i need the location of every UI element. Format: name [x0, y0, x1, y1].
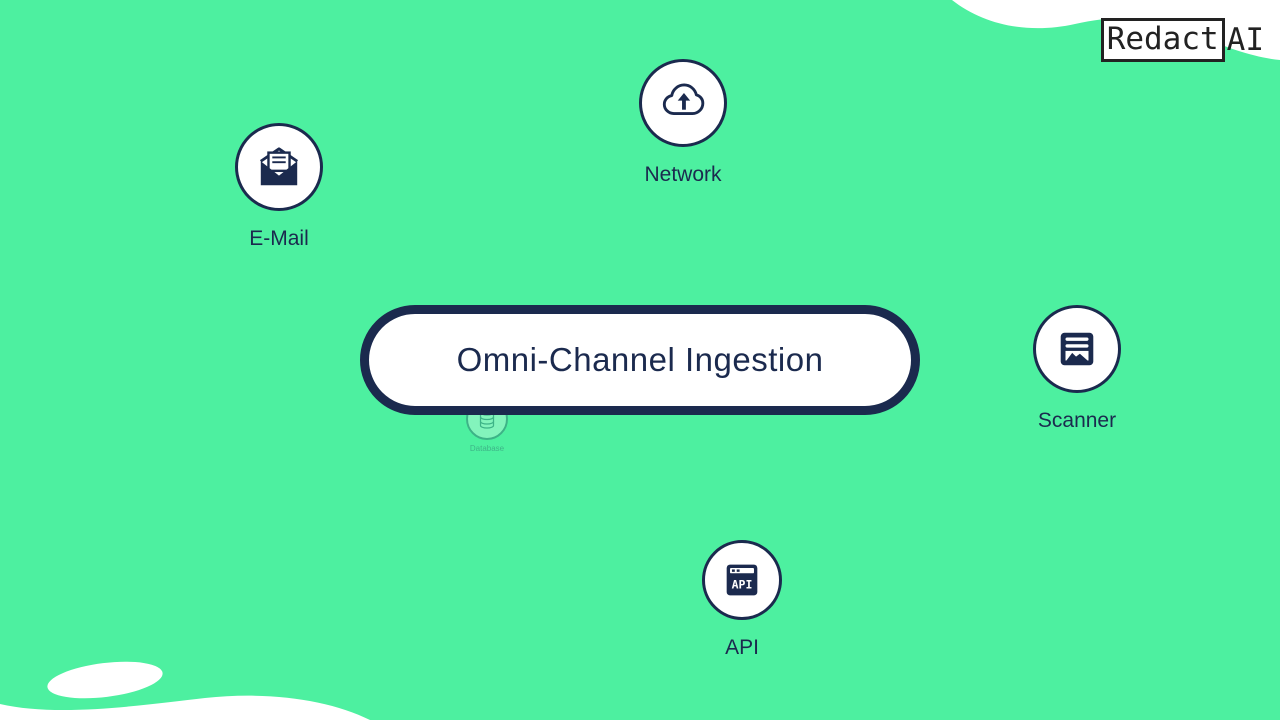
database-node-label: Database	[469, 444, 505, 453]
node-network: Network	[639, 59, 727, 187]
center-pill: Omni-Channel Ingestion	[360, 305, 920, 415]
api-icon: API	[726, 564, 758, 596]
bottom-left-blob-large	[0, 695, 370, 720]
api-icon-text: API	[732, 578, 753, 592]
api-node-circle: API	[702, 540, 782, 620]
network-cloud-upload-icon	[662, 83, 705, 115]
api-node-label: API	[725, 636, 759, 659]
bottom-left-blob-small	[47, 661, 163, 699]
email-icon	[259, 147, 299, 186]
brand-logo-secondary: AI	[1226, 22, 1264, 58]
scanner-node-label: Scanner	[1037, 409, 1117, 432]
node-api: API API	[702, 540, 782, 660]
brand-logo-primary: Redact	[1100, 18, 1225, 63]
node-email: E-Mail	[235, 123, 323, 251]
network-node-label: Network	[644, 163, 722, 186]
email-node-circle	[235, 123, 323, 211]
center-pill-label: Omni-Channel Ingestion	[456, 341, 824, 378]
scanner-icon	[1060, 332, 1094, 366]
brand-logo: Redact AI	[1100, 18, 1264, 63]
node-scanner: Scanner	[1033, 305, 1121, 433]
email-node-label: E-Mail	[249, 227, 309, 250]
network-node-circle	[639, 59, 727, 147]
scanner-node-circle	[1033, 305, 1121, 393]
